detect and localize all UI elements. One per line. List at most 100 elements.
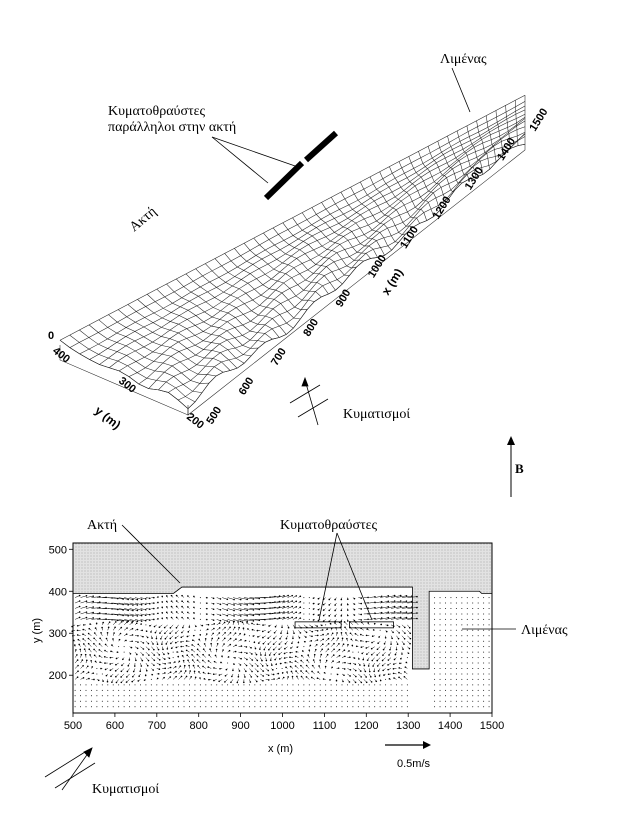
x-tick-3d: 1100 [398, 224, 421, 251]
vector-dot [439, 673, 441, 675]
vector-dot [199, 695, 201, 697]
vector-dot [379, 629, 381, 631]
vector-head [219, 667, 221, 670]
vector-head [148, 597, 151, 600]
vector-head [213, 660, 216, 663]
vector-head [136, 598, 139, 601]
vector-dot [461, 602, 463, 604]
vector-dot [210, 700, 212, 702]
vector-head [82, 633, 84, 635]
vector-head [85, 616, 88, 619]
vector-dot [238, 706, 240, 708]
vector-head [94, 660, 97, 663]
vector-head [370, 647, 373, 650]
vector-dot [216, 684, 218, 686]
vector-head [382, 648, 385, 651]
vector-head [349, 626, 351, 629]
vector-arrow [385, 606, 395, 609]
vector-dot [434, 700, 436, 702]
vector-dot [434, 629, 436, 631]
vector-dot [455, 635, 457, 637]
vector-head [382, 654, 384, 656]
vector-head [127, 604, 129, 606]
vector-head [272, 673, 275, 676]
vector-dot [455, 602, 457, 604]
vector-dot [118, 684, 120, 686]
vector-head [407, 652, 410, 655]
vector-head [164, 637, 167, 640]
vector-head [278, 658, 281, 660]
vector-dot [368, 689, 370, 691]
vector-dot [390, 684, 392, 686]
vector-arrow [407, 612, 417, 615]
vector-arrow [107, 613, 118, 616]
vector-dot [455, 668, 457, 670]
vector-arrow [407, 607, 417, 609]
vector-head [91, 666, 94, 668]
vector-head [187, 606, 189, 608]
vector-head [227, 656, 230, 658]
vector-dot [439, 662, 441, 664]
vector-head [142, 654, 144, 656]
mesh-line [234, 248, 315, 302]
vector-head [267, 669, 269, 672]
vector-dot [444, 706, 446, 708]
vector-dot [434, 657, 436, 659]
vector-dot [357, 684, 359, 686]
vector-dot [341, 695, 343, 697]
vector-head [364, 670, 367, 673]
vector-dot [488, 695, 490, 697]
mesh-line [243, 243, 322, 298]
vector-dot [205, 695, 207, 697]
vector-arrow [401, 606, 412, 609]
vector-head [82, 677, 85, 679]
z-tick-0: 0 [48, 330, 54, 342]
vector-dot [477, 695, 479, 697]
vector-dot [450, 624, 452, 626]
vector-head [393, 616, 396, 619]
vector-head [335, 627, 337, 629]
x-tick-label: 1300 [396, 720, 420, 732]
vector-dot [199, 597, 201, 599]
vector-dot [455, 651, 457, 653]
vector-dot [270, 684, 272, 686]
vector-head [193, 617, 195, 620]
vector-arrow [396, 595, 407, 598]
vector-dot [221, 684, 223, 686]
vector-head [174, 637, 177, 639]
vector-head [399, 600, 402, 602]
vector-dot [281, 700, 283, 702]
vector-head [360, 633, 362, 636]
vector-head [310, 640, 313, 642]
vector-head [105, 674, 108, 677]
vector-dot [357, 695, 359, 697]
vector-dot [472, 673, 474, 675]
mesh-edge [187, 143, 526, 416]
vector-head [158, 663, 161, 666]
vector-head [398, 667, 401, 669]
breakwater [294, 621, 342, 629]
vector-dot [434, 684, 436, 686]
vector-head [380, 600, 383, 603]
vector-arrow [385, 600, 395, 604]
vector-dot [357, 700, 359, 702]
vector-dot [461, 695, 463, 697]
vector-head [78, 605, 81, 608]
vector-head [175, 611, 178, 613]
vector-arrow [222, 597, 228, 600]
vector-head [143, 679, 146, 681]
vector-dot [444, 673, 446, 675]
vector-head [136, 620, 139, 623]
vector-head [343, 674, 345, 677]
vector-dot [281, 668, 283, 670]
vector-head [144, 674, 147, 677]
vector-arrow [380, 611, 389, 615]
vector-dot [325, 689, 327, 691]
vector-dot [325, 706, 327, 708]
vector-head [185, 640, 188, 642]
vector-dot [336, 706, 338, 708]
vector-dot [472, 678, 474, 680]
vector-head [144, 619, 147, 622]
vector-dot [455, 673, 457, 675]
